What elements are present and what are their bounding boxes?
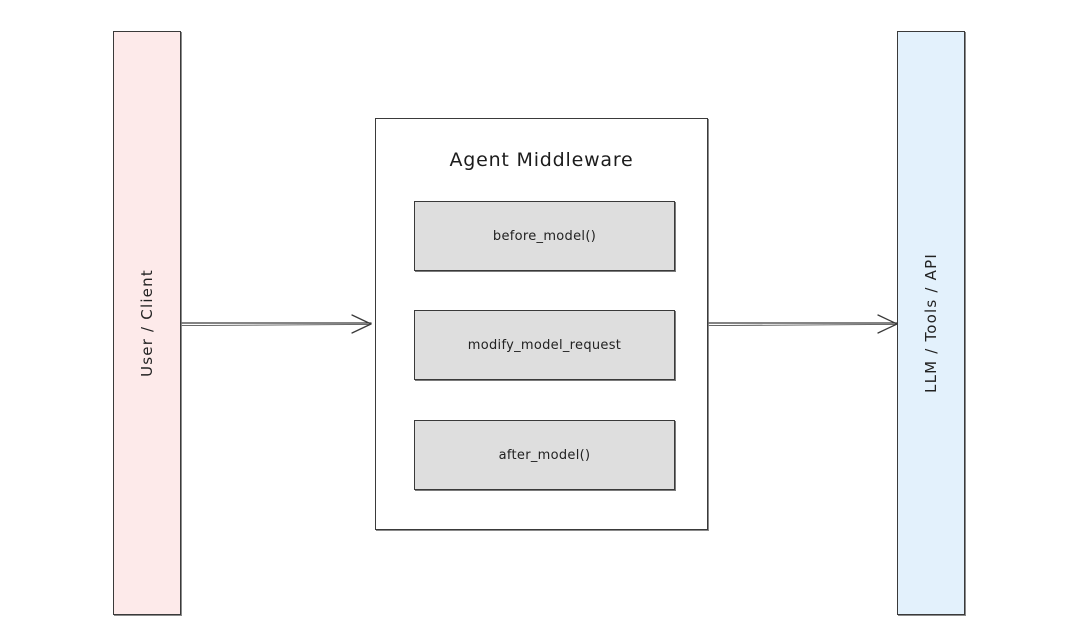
llm-tools-api-lane: LLM / Tools / API xyxy=(897,31,965,615)
after-model-step: after_model() xyxy=(414,420,675,490)
client-to-middleware-arrow xyxy=(181,314,372,334)
user-client-lane: User / Client xyxy=(113,31,181,615)
before-model-step: before_model() xyxy=(414,201,675,271)
agent-middleware-box: Agent Middleware before_model() modify_m… xyxy=(375,118,708,530)
modify-model-request-step: modify_model_request xyxy=(414,310,675,380)
agent-middleware-title: Agent Middleware xyxy=(449,149,634,171)
middleware-to-llm-arrow xyxy=(708,314,898,334)
